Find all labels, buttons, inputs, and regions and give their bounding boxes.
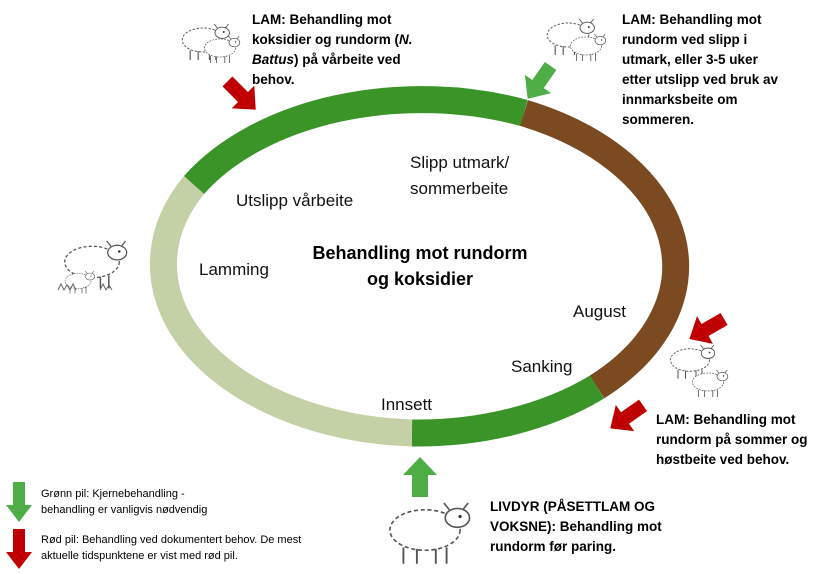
green-arrow-icon <box>524 61 557 99</box>
green-arrow-icon <box>403 457 437 497</box>
note-top-right: LAM: Behandling mot rundorm ved slipp i … <box>622 12 779 127</box>
label-utslipp-varbeite: Utslipp vårbeite <box>236 191 354 210</box>
label-sanking: Sanking <box>511 357 573 376</box>
red-arrow-icon <box>689 312 728 344</box>
label-slipp-utmark: Slipp utmark/ sommerbeite <box>410 153 510 198</box>
green-arrow-icon <box>6 482 32 522</box>
label-august: August <box>573 302 626 321</box>
diagram-title: Behandling mot rundorm og koksidier <box>312 243 528 289</box>
label-innsett: Innsett <box>381 395 433 414</box>
note-top-left-suffix: ) på vårbeite ved behov. <box>252 52 401 87</box>
note-bottom: LIVDYR (PÅSETTLAM OG VOKSNE): Behandling… <box>490 499 662 554</box>
ring-segment-brown <box>520 100 690 399</box>
red-arrow-icon <box>610 399 648 432</box>
legend-red: Rød pil: Behandling ved dokumentert beho… <box>41 534 302 562</box>
note-right: LAM: Behandling mot rundorm på sommer og… <box>656 412 808 467</box>
red-arrow-icon <box>6 529 32 569</box>
sheep-icon <box>64 270 95 294</box>
note-top-left: LAM: Behandling mot koksidier og rundorm… <box>252 10 417 90</box>
ring-segment-green-bottom <box>411 375 605 447</box>
sheep-icon <box>388 502 471 565</box>
sheep-icon <box>691 369 729 398</box>
cycle-ring <box>150 86 690 447</box>
ring-segment-pale <box>150 176 413 447</box>
grass-decoration <box>57 282 113 292</box>
note-top-left-prefix: LAM: Behandling mot koksidier og rundorm… <box>252 12 400 47</box>
label-lamming: Lamming <box>199 260 269 279</box>
ring-segment-green-top <box>183 86 528 195</box>
note-top-left-italic: N. Battus <box>252 32 413 67</box>
red-arrow-icon <box>222 76 256 110</box>
legend-green: Grønn pil: Kjernebehandling - behandling… <box>41 488 208 516</box>
